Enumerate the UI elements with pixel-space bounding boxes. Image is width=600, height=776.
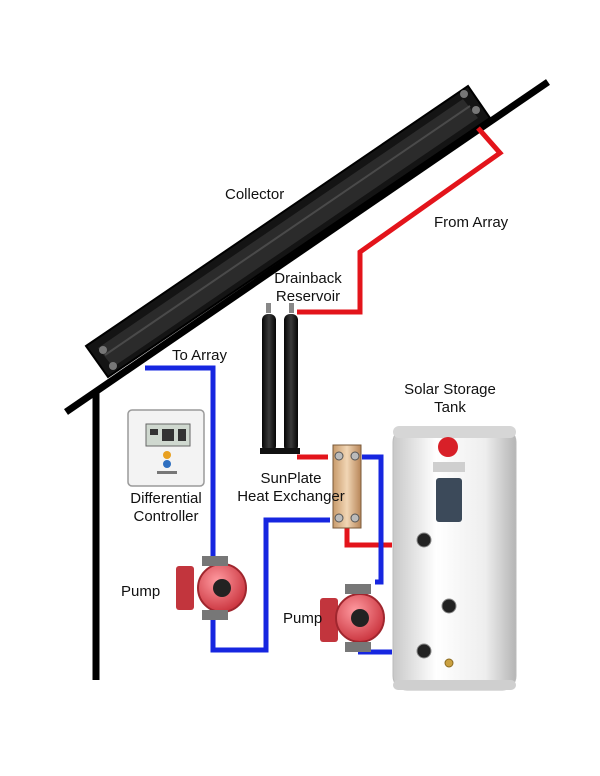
controller-label-line2: Controller [133,508,199,525]
collector-label: Collector [225,186,285,203]
house-outline [64,79,550,680]
storage-tank-label-line2: Tank [434,399,466,416]
heat-exchanger-label-line1: SunPlate [260,470,322,487]
right-pump [320,584,385,652]
differential-controller [127,409,205,487]
solar-storage-tank [392,426,517,691]
solar-collector [84,84,492,379]
right-pump-label: Pump [283,610,323,627]
storage-tank-label: Solar Storage Tank [390,381,510,417]
heat-exchanger [332,444,362,529]
drainback-label-line1: Drainback [274,270,342,287]
cold-return-pipes [145,365,392,655]
controller-label: Differential Controller [116,490,216,526]
drainback-reservoir-label: Drainback Reservoir [268,270,348,306]
heat-exchanger-label: SunPlate Heat Exchanger [236,470,346,506]
storage-tank-label-line1: Solar Storage [404,381,496,398]
heat-exchanger-label-line2: Heat Exchanger [237,488,345,505]
hot-supply-pipes [297,126,504,548]
drainback-reservoir [260,303,300,454]
drainback-label-line2: Reservoir [275,288,341,305]
from-array-label: From Array [434,214,509,231]
left-pump-label: Pump [121,583,161,600]
left-pump [176,556,247,620]
controller-label-line1: Differential [130,490,202,507]
to-array-label: To Array [172,347,228,364]
